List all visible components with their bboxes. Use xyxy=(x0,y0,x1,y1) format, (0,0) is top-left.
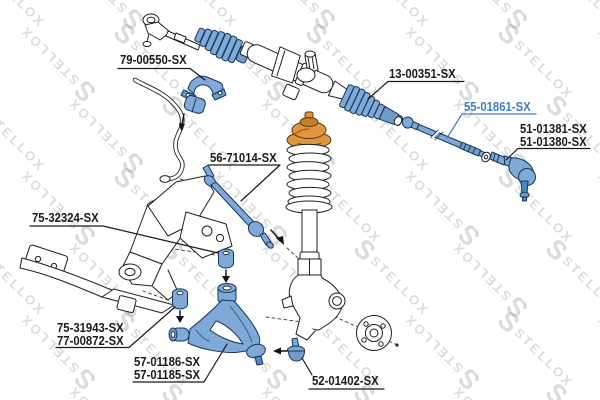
ball-joint xyxy=(287,337,305,362)
stabilizer-bracket xyxy=(180,75,227,102)
label-51-01380[interactable]: 51-01380-SX xyxy=(520,134,587,149)
steering-boot xyxy=(339,84,404,126)
stabilizer-bushing xyxy=(183,95,206,114)
label-57-01185[interactable]: 57-01185-SX xyxy=(134,367,201,382)
wheel-hub xyxy=(356,315,392,351)
front-bushing xyxy=(172,288,188,310)
stabilizer-link xyxy=(202,164,274,249)
label-51-01381-51-01380[interactable]: 51-01381-SX 51-01380-SX xyxy=(520,122,587,148)
label-57-01186-57-01185[interactable]: 57-01186-SX 57-01185-SX xyxy=(134,355,200,381)
label-57-01186[interactable]: 57-01186-SX xyxy=(134,354,201,369)
label-75-31943[interactable]: 75-31943-SX xyxy=(57,320,124,335)
label-75-31943-77-00872[interactable]: 75-31943-SX 77-00872-SX xyxy=(57,321,124,347)
label-75-32324[interactable]: 75-32324-SX xyxy=(32,210,99,225)
highlighted-leader xyxy=(446,113,537,139)
jam-washer xyxy=(481,151,491,163)
strut-top-mount xyxy=(286,111,332,149)
subframe xyxy=(19,175,233,314)
direction-arrows xyxy=(176,113,288,355)
label-leaders xyxy=(29,67,591,390)
label-13-00351[interactable]: 13-00351-SX xyxy=(389,66,456,81)
axis-end-dot xyxy=(395,343,399,347)
label-77-00872[interactable]: 77-00872-SX xyxy=(57,333,124,348)
label-79-00550[interactable]: 79-00550-SX xyxy=(120,52,187,67)
stabilizer-bar xyxy=(132,77,185,183)
control-arm xyxy=(168,283,266,366)
label-51-01381[interactable]: 51-01381-SX xyxy=(520,121,587,136)
inner-tie-rod xyxy=(401,116,487,159)
label-56-71014[interactable]: 56-71014-SX xyxy=(210,150,277,165)
rack-left-boot xyxy=(194,27,251,64)
tie-rod-end xyxy=(489,151,536,202)
coil-spring xyxy=(285,143,333,214)
label-55-01861-highlighted[interactable]: 55-01861-SX xyxy=(464,99,531,114)
label-52-01402[interactable]: 52-01402-SX xyxy=(312,373,379,388)
left-tie-rod-end xyxy=(142,13,201,51)
strut-knuckle xyxy=(281,209,346,341)
rear-bushing xyxy=(218,248,234,269)
pinion-shaft xyxy=(282,50,319,101)
boot-clip xyxy=(393,116,403,126)
